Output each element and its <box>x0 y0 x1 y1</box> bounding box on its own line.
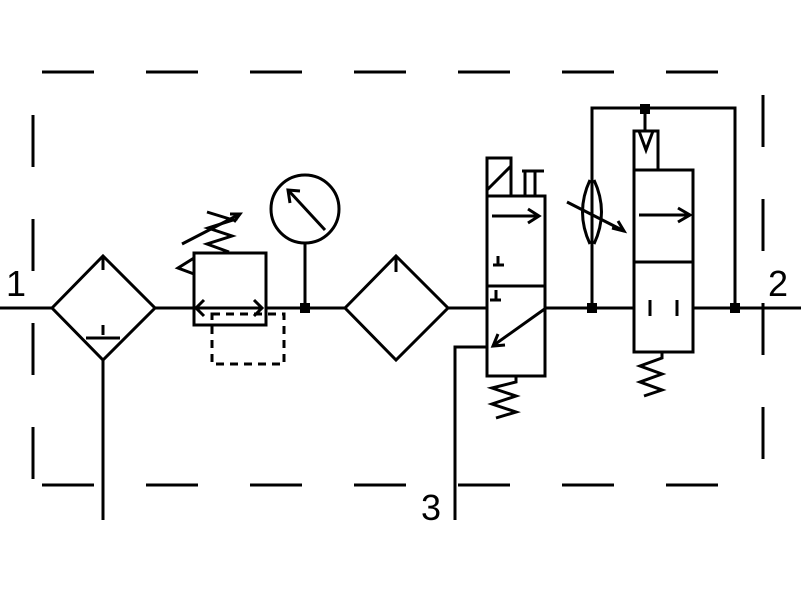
pilot-soft-start-valve <box>632 104 695 398</box>
port-label-1: 1 <box>6 263 27 304</box>
exhaust-line <box>453 345 487 520</box>
lubricator <box>342 253 451 363</box>
pilot-dashed-box <box>210 312 286 366</box>
bypass-throttle-branch <box>566 106 740 313</box>
throttle-arc-left-icon <box>581 179 592 245</box>
filter-water-separator <box>49 253 158 520</box>
valve-spring-icon <box>486 376 521 420</box>
enclosure-boundary <box>31 70 765 487</box>
relief-exhaust-icon <box>174 256 195 276</box>
solenoid-coil-icon <box>485 156 513 198</box>
solenoid-3-2-valve <box>453 156 547 520</box>
throttle-arc-right-icon <box>592 179 603 245</box>
pressure-regulator <box>174 210 286 366</box>
pressure-gauge <box>269 173 341 313</box>
soft-start-spring-icon <box>635 352 667 398</box>
pilot-head-icon <box>632 129 660 172</box>
port-label-2: 2 <box>768 263 789 304</box>
port-label-3: 3 <box>421 487 442 528</box>
